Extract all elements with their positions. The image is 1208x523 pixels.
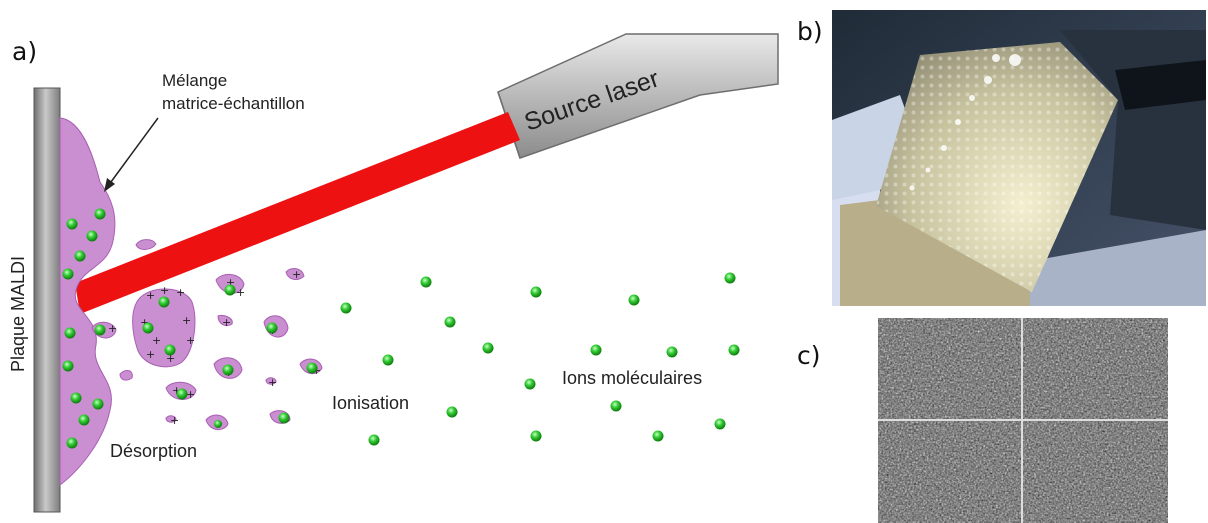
svg-text:+: +	[146, 348, 155, 361]
mix-label-line2: matrice-échantillon	[162, 94, 305, 113]
ionisation-label: Ionisation	[332, 393, 409, 413]
svg-text:+: +	[186, 388, 195, 401]
ions	[62, 208, 740, 449]
svg-text:+: +	[186, 334, 195, 347]
panel-b: b)	[797, 10, 1206, 306]
desorption-label: Désorption	[110, 441, 197, 461]
panel-label-b: b)	[797, 17, 823, 46]
panel-a: a) Source laser Plaque MALDI Mélange mat…	[8, 33, 779, 513]
svg-text:+: +	[170, 414, 179, 427]
maldi-target-photo	[832, 10, 1206, 306]
svg-text:+: +	[268, 376, 277, 389]
svg-text:+: +	[140, 316, 149, 329]
panel-label-c: c)	[797, 341, 821, 370]
mix-label-line1: Mélange	[162, 71, 227, 90]
micrograph-image	[878, 318, 1168, 523]
svg-text:+: +	[226, 276, 235, 289]
svg-text:+: +	[108, 322, 117, 335]
svg-text:+: +	[146, 289, 155, 302]
panel-label-a: a)	[12, 37, 37, 66]
panel-c: c)	[797, 318, 1168, 523]
svg-text:+: +	[152, 334, 161, 347]
laser-beam	[75, 112, 520, 314]
plate-label: Plaque MALDI	[8, 256, 28, 372]
svg-text:+: +	[222, 316, 231, 329]
svg-text:+: +	[172, 384, 181, 397]
svg-text:+: +	[166, 352, 175, 365]
svg-text:+: +	[182, 314, 191, 327]
svg-text:+: +	[160, 284, 169, 297]
ions-label: Ions moléculaires	[562, 368, 702, 388]
svg-text:+: +	[176, 286, 185, 299]
maldi-plate	[33, 87, 61, 513]
mix-arrow	[104, 117, 159, 192]
svg-text:+: +	[292, 268, 301, 281]
laser-source: Source laser	[497, 33, 779, 159]
svg-text:+: +	[236, 286, 245, 299]
